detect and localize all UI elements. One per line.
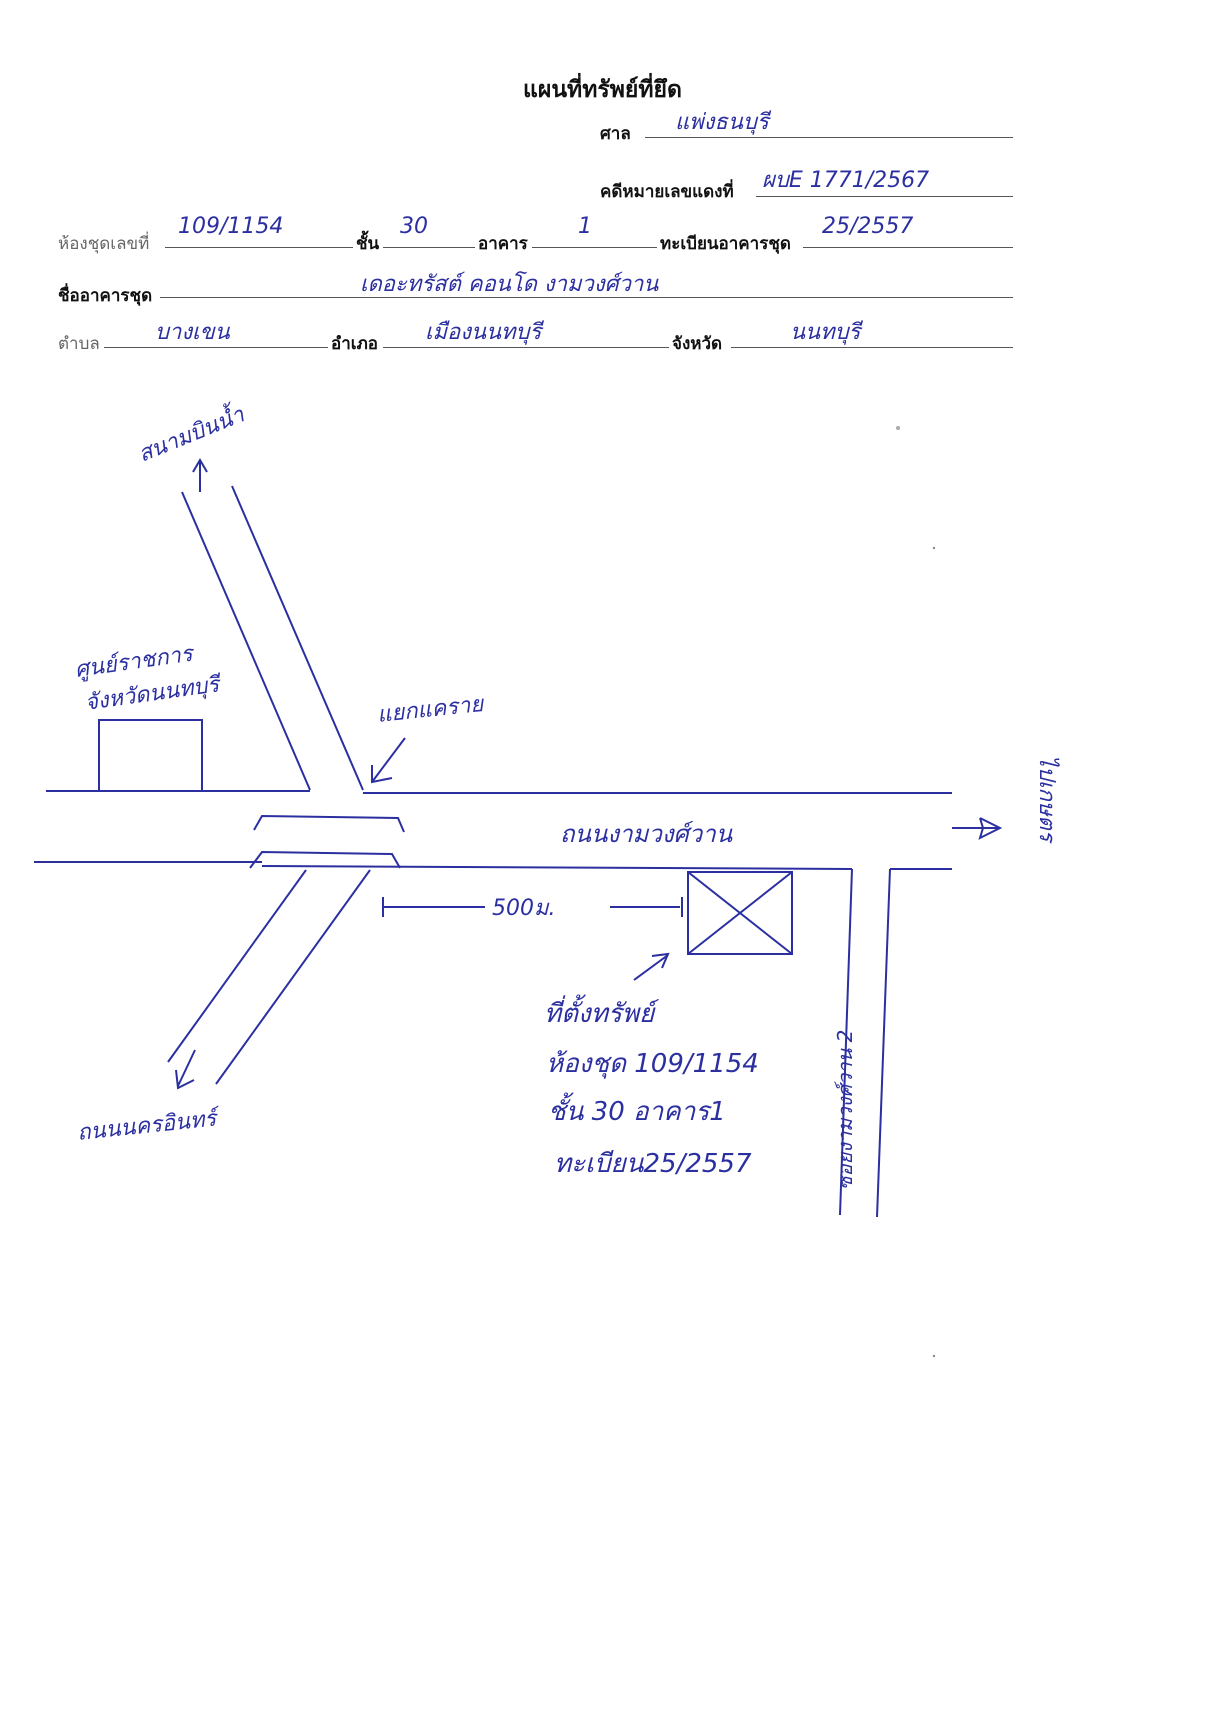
label-main-road: ถนนงามวงศ์วาน [560, 820, 733, 848]
road-sw-right-edge [215, 869, 371, 1085]
junction-arrow-icon [371, 765, 393, 784]
building-value: 1 [578, 214, 592, 239]
soi-left-edge [839, 868, 853, 1216]
province-line [731, 347, 1013, 348]
court-label: ศาล [600, 124, 631, 144]
registry-value: 25/2557 [822, 214, 914, 239]
registry-line [803, 247, 1013, 248]
stray-mark [932, 1354, 936, 1358]
room-value: 109/1154 [178, 214, 284, 239]
soi-right-edge [876, 868, 891, 1218]
floor-value: 30 [400, 214, 428, 239]
road-nw-left-edge [181, 491, 311, 791]
floor-line [383, 247, 475, 248]
junction-arrow-shaft [371, 737, 406, 783]
subdistrict-value: บางเขน [155, 320, 230, 345]
main-road-bottom-mid [261, 865, 853, 870]
property-marker-box [687, 871, 793, 955]
case-label: คดีหมายเลขแดงที่ [600, 182, 734, 202]
province-label: จังหวัด [672, 334, 723, 354]
page-title: แผนที่ทรัพย์ที่ยึด [523, 76, 682, 103]
building-line [532, 247, 657, 248]
arrow-east-icon [978, 817, 1003, 840]
district-value: เมืองนนทบุรี [425, 320, 542, 345]
label-property-line4: ทะเบียน25/2557 [554, 1149, 752, 1179]
label-center-line1: ศูนย์ราชการ [73, 640, 197, 683]
label-property-line1: ที่ตั้งทรัพย์ [544, 994, 659, 1029]
subdistrict-label: ตำบล [58, 334, 100, 354]
stray-mark [896, 426, 900, 430]
road-nw-right-edge [231, 485, 364, 791]
condo-name-value: เดอะทรัสต์ คอนโด งามวงศ์วาน [360, 272, 659, 297]
label-to-sanambinnam: สนามบินน้ำ [133, 400, 248, 468]
arrow-north-icon [192, 458, 208, 473]
court-line [645, 137, 1013, 138]
case-line [756, 196, 1013, 197]
label-to-kaset: ไปเกษตร [1034, 755, 1060, 845]
registry-label: ทะเบียนอาคารชุด [660, 234, 791, 254]
condo-name-label: ชื่ออาคารชุด [58, 286, 153, 306]
arrow-sw-icon [175, 1069, 195, 1090]
case-value: ผบE 1771/2567 [762, 168, 930, 193]
property-marker-cross-b [687, 871, 793, 955]
government-center-building [98, 719, 203, 791]
label-junction: แยกแคราย [376, 692, 486, 728]
label-to-nakhon-in: ถนนนครอินทร์ [76, 1105, 222, 1146]
road-sw-left-edge [167, 869, 307, 1063]
subdistrict-line [104, 347, 328, 348]
label-property-line3: ชั้น 30 อาคาร1 [548, 1092, 726, 1127]
district-label: อำเภอ [331, 334, 378, 354]
arrow-sw-shaft [177, 1049, 196, 1087]
stray-mark [932, 546, 936, 550]
hand-drawn-map: สนามบินน้ำ ศูนย์ราชการ จังหวัดนนทบุรี แย… [34, 400, 1060, 1358]
label-distance: 500ม. [492, 896, 556, 921]
property-arrow-icon [651, 952, 670, 969]
condo-name-line [160, 297, 1013, 298]
building-label: อาคาร [478, 234, 528, 254]
property-arrow-shaft [633, 954, 669, 981]
floor-label: ชั้น [356, 234, 380, 254]
room-label: ห้องชุดเลขที่ [58, 234, 150, 254]
label-property-line2: ห้องชุด 109/1154 [546, 1049, 759, 1079]
district-line [383, 347, 669, 348]
room-line [165, 247, 353, 248]
overpass-bottom [249, 850, 401, 869]
court-value: แพ่งธนบุรี [675, 110, 769, 135]
form-header: แผนที่ทรัพย์ที่ยึด ศาล แพ่งธนบุรี คดีหมา… [0, 0, 1205, 400]
overpass-top [253, 814, 405, 833]
province-value: นนทบุรี [790, 320, 861, 345]
label-soi: ซอยงามวงศ์วาน 2 [833, 1030, 857, 1190]
